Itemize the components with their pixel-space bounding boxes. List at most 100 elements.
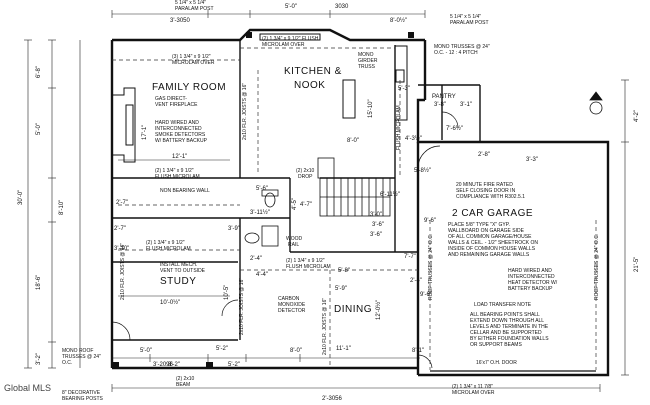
dim-p-5: 2'-8"	[478, 152, 490, 158]
note-post-top-right: 5 1/4" x 5 1/4"	[450, 14, 481, 20]
dim-study-d: 10'-5"	[224, 285, 230, 300]
note-garage-3: OF ALL COMMON GARAGE/HOUSE	[448, 234, 532, 240]
dim-s-4: 3'-11½"	[250, 209, 270, 216]
note-flush-microlam-mid: (2) 1 3/4" x 9 1/2"	[155, 168, 194, 174]
note-roof-trusses-b: ROOF TRUSSES @ 24" O.C.	[594, 234, 600, 300]
note-co-3: DETECTOR	[278, 308, 306, 314]
dim-mid-5: 5'-9"	[335, 286, 347, 292]
dim-mid-3: 3'-6"	[372, 222, 384, 228]
dim-top-2: 5'-0"	[285, 4, 297, 10]
dim-mid-6: 2'-7"	[114, 226, 126, 232]
dim-left-3: 30'-0"	[18, 190, 24, 205]
dim-fam-w: 12'-1"	[172, 154, 187, 160]
dim-top-4: 8'-0½"	[390, 17, 407, 24]
watermark: Global MLS	[4, 383, 51, 393]
note-microlam-top: (2) 1 3/4" x 9 1/2" FLUSH	[262, 36, 319, 42]
beam-lines	[112, 47, 597, 370]
note-flush-dining: (2) 1 3/4" x 9 1/2"	[286, 258, 325, 264]
note-heat-1: HARD WIRED AND	[508, 268, 552, 274]
note-flush-dining-2: FLUSH MICROLAM	[286, 264, 331, 270]
nook-label: NOOK	[294, 80, 325, 91]
pantry-label: PANTRY	[432, 94, 456, 100]
note-smoke-3: SMOKE DETECTORS	[155, 132, 206, 138]
dim-bot-1: 5'-0"	[140, 348, 152, 354]
note-load-title: LOAD TRANSFER NOTE	[474, 302, 532, 308]
dim-s-5: 2'-4"	[250, 256, 262, 262]
note-mono-bottom-2: TRUSSES @ 24"	[62, 354, 101, 360]
note-heat-3: HEAT DETECTOR W/	[508, 280, 558, 286]
note-mono-trusses-top: MONO TRUSSES @ 24"	[434, 44, 490, 50]
note-load-2: EXTEND DOWN THROUGH ALL	[470, 318, 544, 324]
rotated-notes: ROOF TRUSSES @ 24" O.C. ROOF TRUSSES @ 2…	[120, 83, 600, 355]
note-garage-1: PLACE 5/8" TYPE "X" GYP.	[448, 222, 510, 228]
note-microlam-top-2: MICROLAM OVER	[262, 42, 305, 48]
note-oh-door: 16'x7' O.H. DOOR	[476, 360, 517, 366]
note-floor-joists-b: 2x10 FLR. JOISTS @ 16"	[120, 243, 126, 300]
family-room-label: FAMILY ROOM	[152, 82, 226, 93]
dim-mid-1: 5'-6"	[256, 186, 268, 192]
dim-mid-2: 4'-5"	[292, 198, 298, 210]
dimension-labels: 3'-3050 5'-0" 3030 8'-0½" 6'-8" 5'-0" 30…	[18, 4, 640, 402]
study-label: STUDY	[160, 276, 196, 287]
note-floor-joists-c: 2x10 FLR. JOISTS @ 16"	[322, 298, 328, 355]
dim-k-r: 5'-3"	[398, 86, 410, 92]
dim-g-3: 3'-6"	[370, 232, 382, 238]
annotation-notes: (3) 1 3/4" x 9 1/2" MICROLAM OVER (2) 1 …	[62, 0, 558, 402]
stairs	[317, 157, 391, 217]
note-mono-trusses-top-2: O.C. - 12 : 4 PITCH	[434, 50, 478, 56]
dim-pantry-2: 3'-1"	[460, 102, 472, 108]
note-mech-1: INSTALL MECH.	[160, 262, 197, 268]
note-post-bottom: 8" DECORATIVE	[62, 390, 101, 396]
note-smoke-4: W/ BATTERY BACKUP	[155, 138, 208, 144]
dim-pantry-1: 3'-8"	[434, 102, 446, 108]
note-co-1: CARBON	[278, 296, 300, 302]
dim-bot-2: 3'-2096	[153, 362, 173, 368]
note-non-bearing: NON BEARING WALL	[160, 188, 210, 194]
dim-top-1: 3'-3050	[170, 18, 190, 24]
dim-left-6: 3'-2"	[36, 353, 42, 365]
note-floor-joists-a: 2x10 FLR. JOISTS @ 16"	[242, 83, 248, 140]
note-post-top-left: 5 1/4" x 5 1/4"	[175, 0, 206, 6]
note-garage-4: WALLS & CEIL. - 1/2" SHEETROCK ON	[448, 240, 538, 246]
note-mono-bottom: MONO ROOF	[62, 348, 93, 354]
note-heat-4: BATTERY BACKUP	[508, 286, 553, 292]
note-post-bottom-2: BEARING POSTS	[62, 396, 104, 402]
note-beam-1: (2) 2x10	[176, 376, 195, 382]
dim-dining-2: 12'-0½"	[375, 300, 382, 320]
dim-p-4: 4'-3½"	[405, 135, 422, 142]
dim-mid-4: 4'-7"	[300, 202, 312, 208]
note-smoke-1: HARD WIRED AND	[155, 120, 199, 126]
dim-p-6: 5'-8½"	[414, 167, 431, 174]
room-labels: FAMILY ROOM KITCHEN & NOOK 2 CAR GARAGE …	[152, 66, 533, 315]
dim-s-2: 3'-10"	[114, 246, 129, 252]
note-roof-trusses-a: ROOF TRUSSES @ 24" O.C.	[428, 234, 434, 300]
note-load-4: CELLAR AND BE SUPPORTED	[470, 330, 542, 336]
section-marker	[589, 91, 603, 115]
note-microlam-bottom: (2) 1 3/4" x 11 7/8"	[452, 384, 493, 390]
note-wood-rail-2: RAIL	[288, 242, 299, 248]
dim-right-1: 4'-2"	[634, 110, 640, 122]
dim-right-2: 21'-5"	[634, 257, 640, 272]
note-drop-2: DROP	[298, 174, 313, 180]
dim-dining-3: 11'-1"	[336, 346, 351, 352]
kitchen-label: KITCHEN &	[284, 66, 342, 77]
note-flush-study-2: FLUSH MICROLAM	[146, 246, 191, 252]
bearing-posts	[112, 32, 414, 369]
note-mono-bottom-3: O.C.	[62, 360, 72, 366]
note-flush-study: (2) 1 3/4" x 9 1/2"	[146, 240, 185, 246]
note-garage-2: WALLBOARD ON GARAGE SIDE	[448, 228, 525, 234]
dim-bot-3: 5'-2"	[216, 346, 228, 352]
dim-bot-5: 8'-0"	[290, 348, 302, 354]
dim-study-w: 10'-0½"	[160, 299, 180, 306]
note-fireplace: GAS DIRECT-	[155, 96, 187, 102]
garage-label: 2 CAR GARAGE	[452, 208, 533, 219]
note-post-top-left-2: PARALAM POST	[175, 6, 214, 12]
dim-g-2: 3'-0"	[370, 212, 382, 218]
dim-fam-d: 17'-1"	[142, 125, 148, 140]
dim-dining-1: 5'-8"	[338, 268, 350, 274]
note-microlam-left: (3) 1 3/4" x 9 1/2"	[172, 54, 211, 60]
dim-g-w: 9'-6"	[424, 218, 436, 224]
dim-mid-7: 4'-4"	[256, 272, 268, 278]
note-door-1: 20 MINUTE FIRE RATED	[456, 182, 513, 188]
